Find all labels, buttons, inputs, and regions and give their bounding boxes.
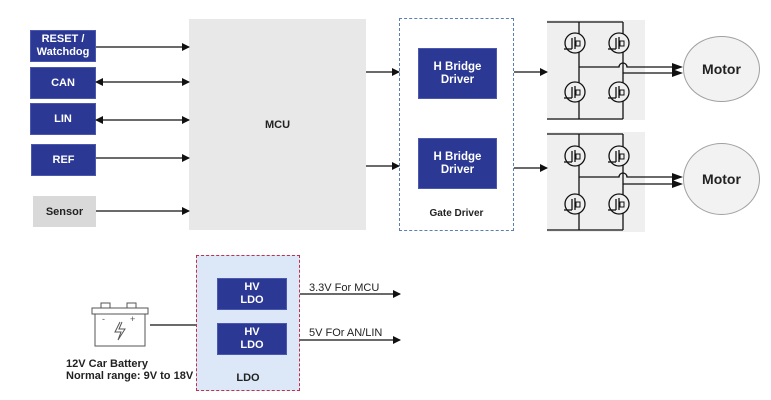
output-5v-label: 5V FOr AN/LIN (309, 327, 383, 339)
battery-label-line2: Normal range: 9V to 18V (66, 370, 194, 382)
gate-driver-label: Gate Driver (429, 208, 484, 219)
h-bridge-driver-1: H Bridge Driver (418, 48, 497, 99)
can-label: CAN (51, 76, 75, 89)
hv-ldo-1: HV LDO (217, 278, 287, 310)
hv-ldo-2-label: HV LDO (240, 326, 264, 351)
h-bridge-2 (547, 132, 645, 232)
mosfet-icon (564, 193, 586, 215)
mosfet-icon (564, 81, 586, 103)
battery-label-line1: 12V Car Battery (66, 358, 148, 370)
ldo-label: LDO (236, 372, 260, 384)
motor-1: Motor (683, 36, 760, 102)
h-bridge-driver-2-label: H Bridge Driver (433, 150, 482, 176)
motor-2: Motor (683, 143, 760, 215)
hv-ldo-1-label: HV LDO (240, 281, 264, 306)
reset-watchdog-block: RESET / Watchdog (30, 30, 96, 62)
sensor-label: Sensor (45, 205, 84, 218)
svg-text:-: - (102, 314, 105, 324)
hv-ldo-2: HV LDO (217, 323, 287, 355)
svg-text:+: + (130, 314, 135, 324)
h-bridge-2-arrows (672, 173, 683, 188)
ref-label: REF (52, 153, 75, 166)
h-bridge-1 (547, 20, 645, 120)
sensor-block: Sensor (33, 196, 96, 227)
lin-label: LIN (54, 112, 72, 125)
mosfet-icon (608, 32, 630, 54)
lin-block: LIN (30, 103, 96, 135)
motor-2-label: Motor (702, 171, 741, 187)
mcu-label: MCU (264, 118, 291, 131)
h-bridge-driver-2: H Bridge Driver (418, 138, 497, 189)
h-bridge-driver-1-label: H Bridge Driver (433, 60, 482, 86)
mosfet-icon (608, 193, 630, 215)
mosfet-icon (608, 81, 630, 103)
mosfet-icon (564, 32, 586, 54)
battery-icon: - + (91, 302, 149, 347)
mosfet-icon (608, 145, 630, 167)
mosfet-icon (564, 145, 586, 167)
output-3v3-label: 3.3V For MCU (309, 282, 380, 294)
mcu-block: MCU (189, 19, 366, 230)
h-bridge-1-arrows (672, 63, 683, 77)
motor-1-label: Motor (702, 61, 741, 77)
ref-block: REF (31, 144, 96, 176)
reset-watchdog-label: RESET / Watchdog (36, 33, 90, 58)
